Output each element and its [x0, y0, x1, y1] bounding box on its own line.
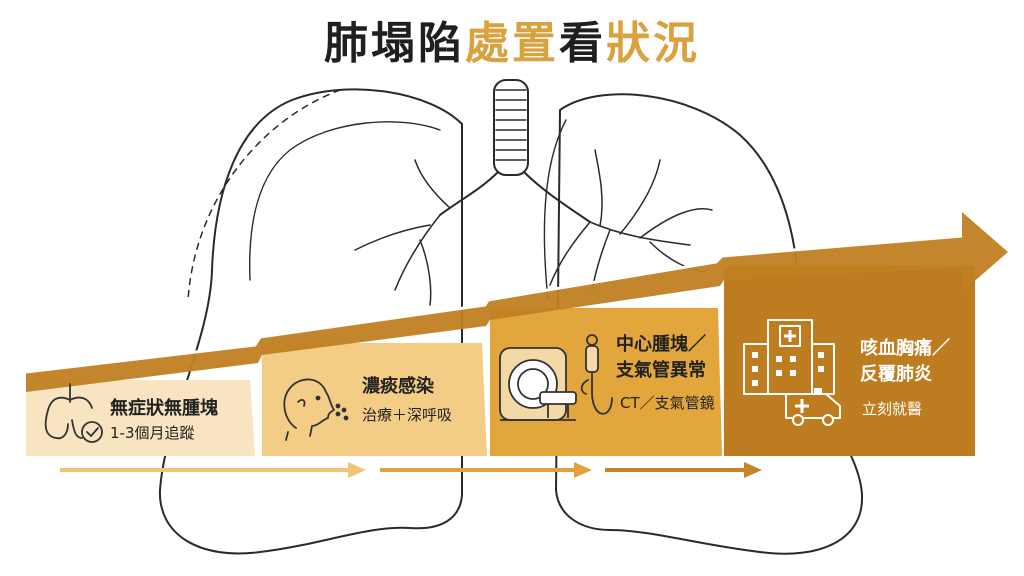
title-part-4: 狀況: [606, 18, 700, 69]
step-4-detail: 立刻就醫: [862, 400, 923, 418]
rising-arrow: [25, 212, 1008, 392]
step-1-detail: 1-3個月追蹤: [110, 424, 195, 442]
step-3-title-line-1: 中心腫塊／: [616, 334, 706, 355]
step-4-title-line-1: 咳血胸痛／: [860, 338, 950, 359]
step-3-detail: CT／支氣管鏡: [620, 394, 715, 412]
ct-scanner-icon: [499, 347, 577, 421]
progress-arrows: [60, 462, 762, 478]
step-block-2: [262, 343, 487, 456]
title-part-1: 肺塌陷: [324, 18, 465, 69]
bronchoscope-icon: [580, 334, 613, 415]
ambulance-icon: [785, 388, 841, 426]
step-3-title-line-2: 支氣管異常: [616, 360, 706, 381]
title-part-3: 看: [559, 18, 606, 69]
step-4-title-line-2: 反覆肺炎: [860, 364, 932, 385]
coughing-person-icon: [283, 378, 349, 441]
step-2-detail: 治療＋深呼吸: [362, 406, 453, 424]
step-2-title: 濃痰感染: [362, 376, 434, 397]
title-part-2: 處置: [465, 18, 559, 69]
step-1-title: 無症狀無腫塊: [110, 398, 218, 419]
lungs-check-icon: [44, 383, 103, 443]
page-title: 肺塌陷處置看狀況: [0, 14, 1024, 74]
step-block-4: [724, 266, 975, 456]
